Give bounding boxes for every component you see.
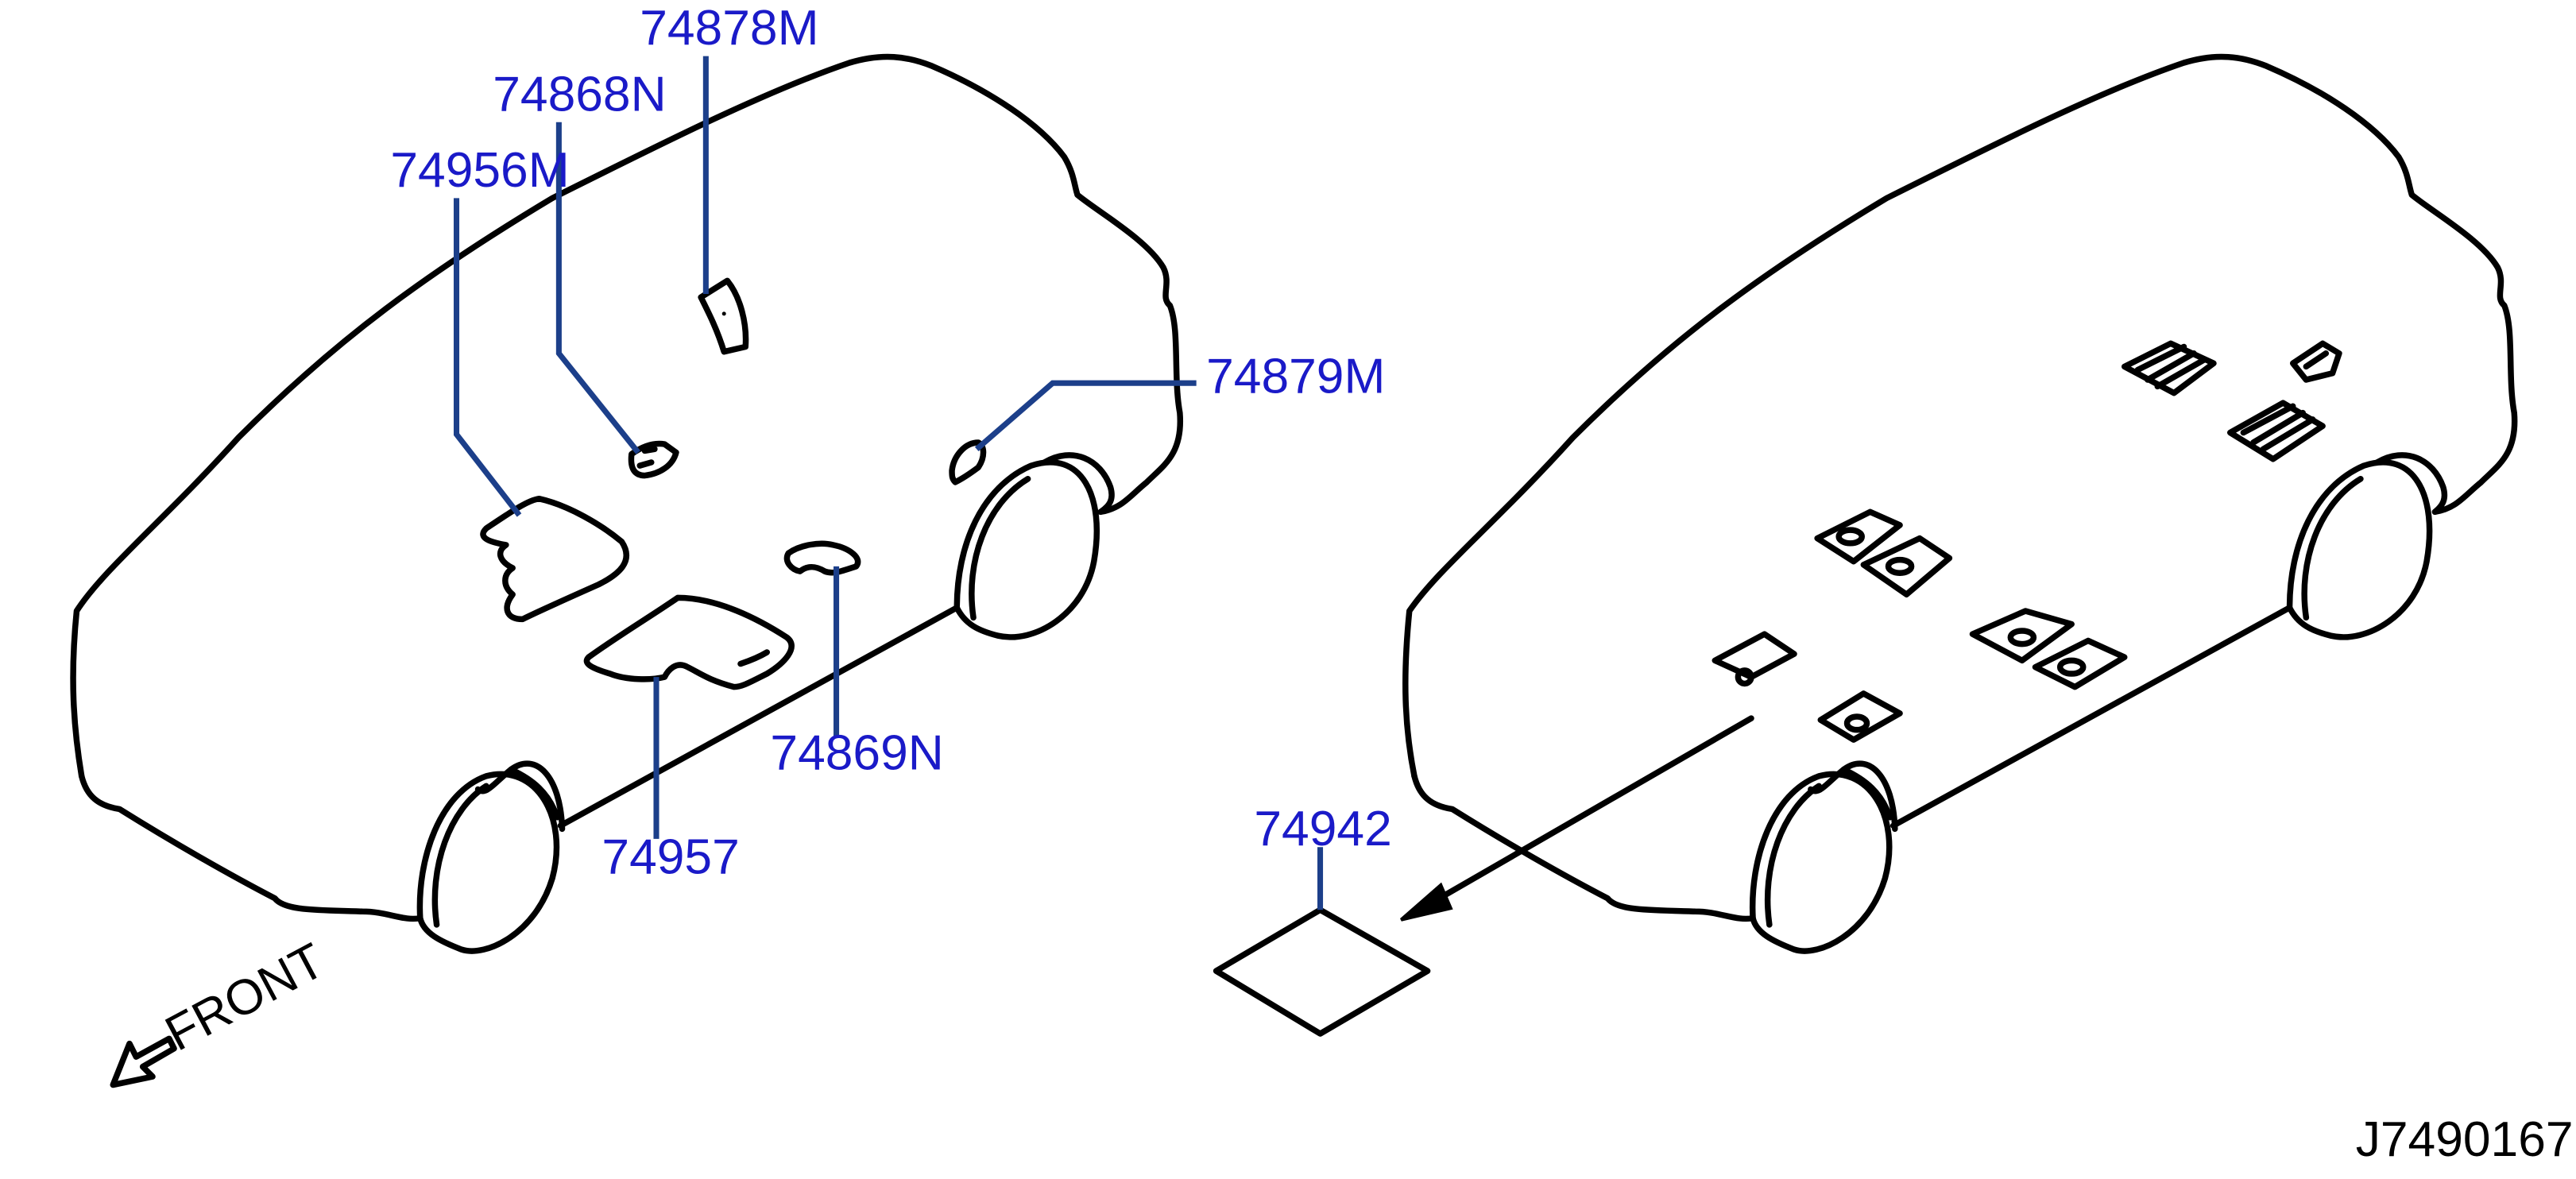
part-74878M-shape: [698, 277, 749, 355]
part-74957-shape: [583, 594, 795, 690]
callout-74956M: 74956M: [390, 143, 569, 198]
drawing-code: J7490167: [2356, 1112, 2574, 1167]
underbody-patch-5: [1860, 535, 1953, 597]
callout-74879M: 74879M: [1206, 350, 1385, 404]
underbody-patch-4: [1814, 508, 1903, 565]
underbody-patch-9: [1817, 690, 1903, 743]
callout-74957: 74957: [601, 829, 739, 884]
callout-74868N: 74868N: [493, 67, 666, 122]
pointer-arrow: [1400, 715, 1754, 922]
part-74868N-shape: [628, 440, 679, 479]
part-74869N-shape: [783, 540, 861, 576]
right-vehicle-outline: [1402, 53, 2518, 954]
underbody-patch-7: [2032, 637, 2128, 690]
callout-74869N: 74869N: [770, 726, 943, 781]
underbody-patch-6: [1969, 608, 2075, 664]
underbody-patch-8: [1712, 631, 1797, 687]
underbody-patch-2: [2289, 340, 2342, 383]
underbody-patch-1: [2121, 340, 2217, 396]
front-arrow-icon: [110, 1035, 177, 1088]
part-74956M-shape: [480, 495, 629, 623]
underbody-patch-3: [2227, 400, 2326, 462]
callout-74942: 74942: [1254, 802, 1391, 856]
callout-74878M: 74878M: [640, 1, 818, 56]
front-label: FRONT: [157, 934, 333, 1062]
part-74942-shape: [1213, 906, 1431, 1037]
left-leader-lines: [453, 56, 1197, 839]
part-74879M-shape: [949, 439, 987, 485]
left-vehicle-outline: [70, 53, 1184, 954]
